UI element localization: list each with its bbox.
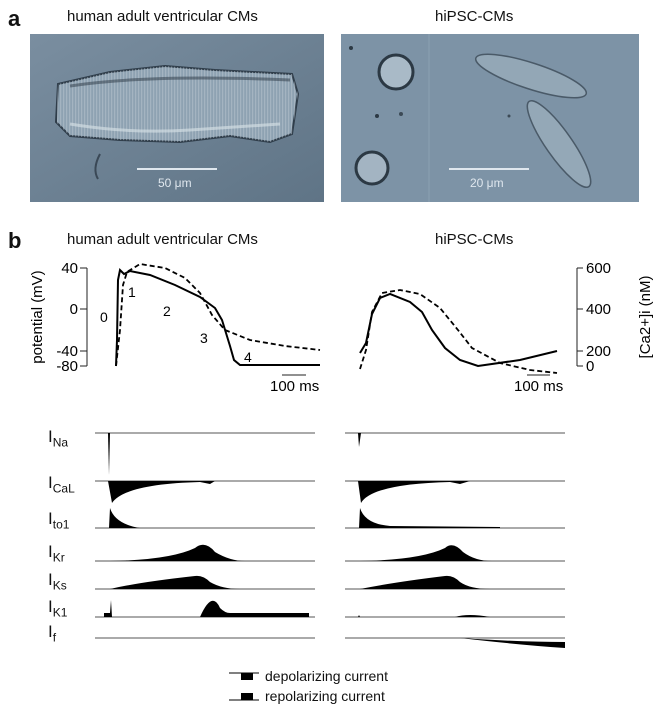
panel-a-right-title: hiPSC-CMs — [435, 8, 514, 25]
hipsc-ik1 — [358, 615, 490, 617]
scale-bar-50um — [137, 168, 217, 170]
hipsc-ito1 — [359, 508, 500, 528]
ionic-currents-chart — [95, 432, 565, 648]
panel-b-right-title: hiPSC-CMs — [435, 231, 514, 248]
adult-ina — [108, 433, 110, 475]
panel-b-left-title: human adult ventricular CMs — [67, 231, 258, 248]
legend-depolarizing: depolarizing current — [229, 668, 388, 684]
adult-cm-micrograph: 50 μm — [30, 34, 324, 202]
current-label-iks: IKs — [48, 570, 67, 593]
time-scale-left: 100 ms — [270, 378, 319, 395]
phase-1: 1 — [128, 284, 136, 300]
y2-tick-600: 600 — [586, 260, 611, 277]
y-axis-label-left: potential (mV) — [29, 270, 46, 363]
scale-label-20um: 20 μm — [470, 176, 504, 190]
y-tick-40: 40 — [61, 260, 78, 277]
hipsc-ca-trace — [359, 289, 558, 374]
hipsc-cm-micrograph: 20 μm — [341, 34, 639, 202]
right-y-axis — [576, 267, 583, 367]
adult-ap-trace — [115, 267, 320, 367]
adult-ical — [108, 481, 215, 503]
y2-tick-0: 0 — [586, 358, 594, 375]
panel-b-label: b — [8, 228, 22, 253]
adult-ik1 — [104, 600, 309, 617]
phase-3: 3 — [200, 330, 208, 346]
current-label-ikr: IKr — [48, 542, 65, 565]
adult-iks — [110, 575, 240, 589]
legend-depolarizing-label: depolarizing current — [265, 668, 388, 684]
depolarizing-swatch-icon — [229, 672, 259, 680]
y-tick-0: 0 — [70, 301, 78, 318]
y2-tick-400: 400 — [586, 301, 611, 318]
adult-cm-image — [30, 34, 324, 202]
adult-ikr — [110, 544, 245, 561]
phase-4: 4 — [244, 349, 252, 365]
hipsc-if — [460, 638, 565, 648]
current-label-ical: ICaL — [48, 473, 75, 496]
y-tick-neg40: -40 — [56, 343, 78, 360]
hipsc-cm-image — [341, 34, 639, 202]
legend-repolarizing: repolarizing current — [229, 688, 385, 704]
legend-repolarizing-label: repolarizing current — [265, 688, 385, 704]
adult-ito1 — [109, 508, 140, 528]
hipsc-ina — [358, 433, 361, 447]
phase-0: 0 — [100, 309, 108, 325]
phase-2: 2 — [163, 303, 171, 319]
scale-bar-20um — [449, 168, 529, 170]
y-tick-neg80: -80 — [56, 358, 78, 375]
action-potential-chart: 40 0 -40 -80 potential (mV) 0 1 2 3 4 10… — [29, 260, 654, 395]
y2-tick-200: 200 — [586, 343, 611, 360]
panel-a-left-title: human adult ventricular CMs — [67, 8, 258, 25]
adult-ca-trace — [115, 263, 321, 367]
hipsc-ical — [358, 481, 470, 503]
hipsc-ikr — [360, 545, 492, 561]
scale-label-50um: 50 μm — [158, 176, 192, 190]
current-label-ito1: Ito1 — [48, 509, 70, 532]
current-label-ina: INa — [48, 427, 69, 450]
y-axis-label-right: [Ca2+]i (nM) — [637, 276, 654, 359]
repolarizing-swatch-icon — [229, 693, 259, 701]
hipsc-iks — [360, 575, 490, 589]
time-scale-right: 100 ms — [514, 378, 563, 395]
panel-a-label: a — [8, 6, 21, 31]
current-label-ik1: IK1 — [48, 597, 68, 620]
left-y-axis — [80, 267, 88, 367]
current-label-if: If — [48, 622, 57, 645]
